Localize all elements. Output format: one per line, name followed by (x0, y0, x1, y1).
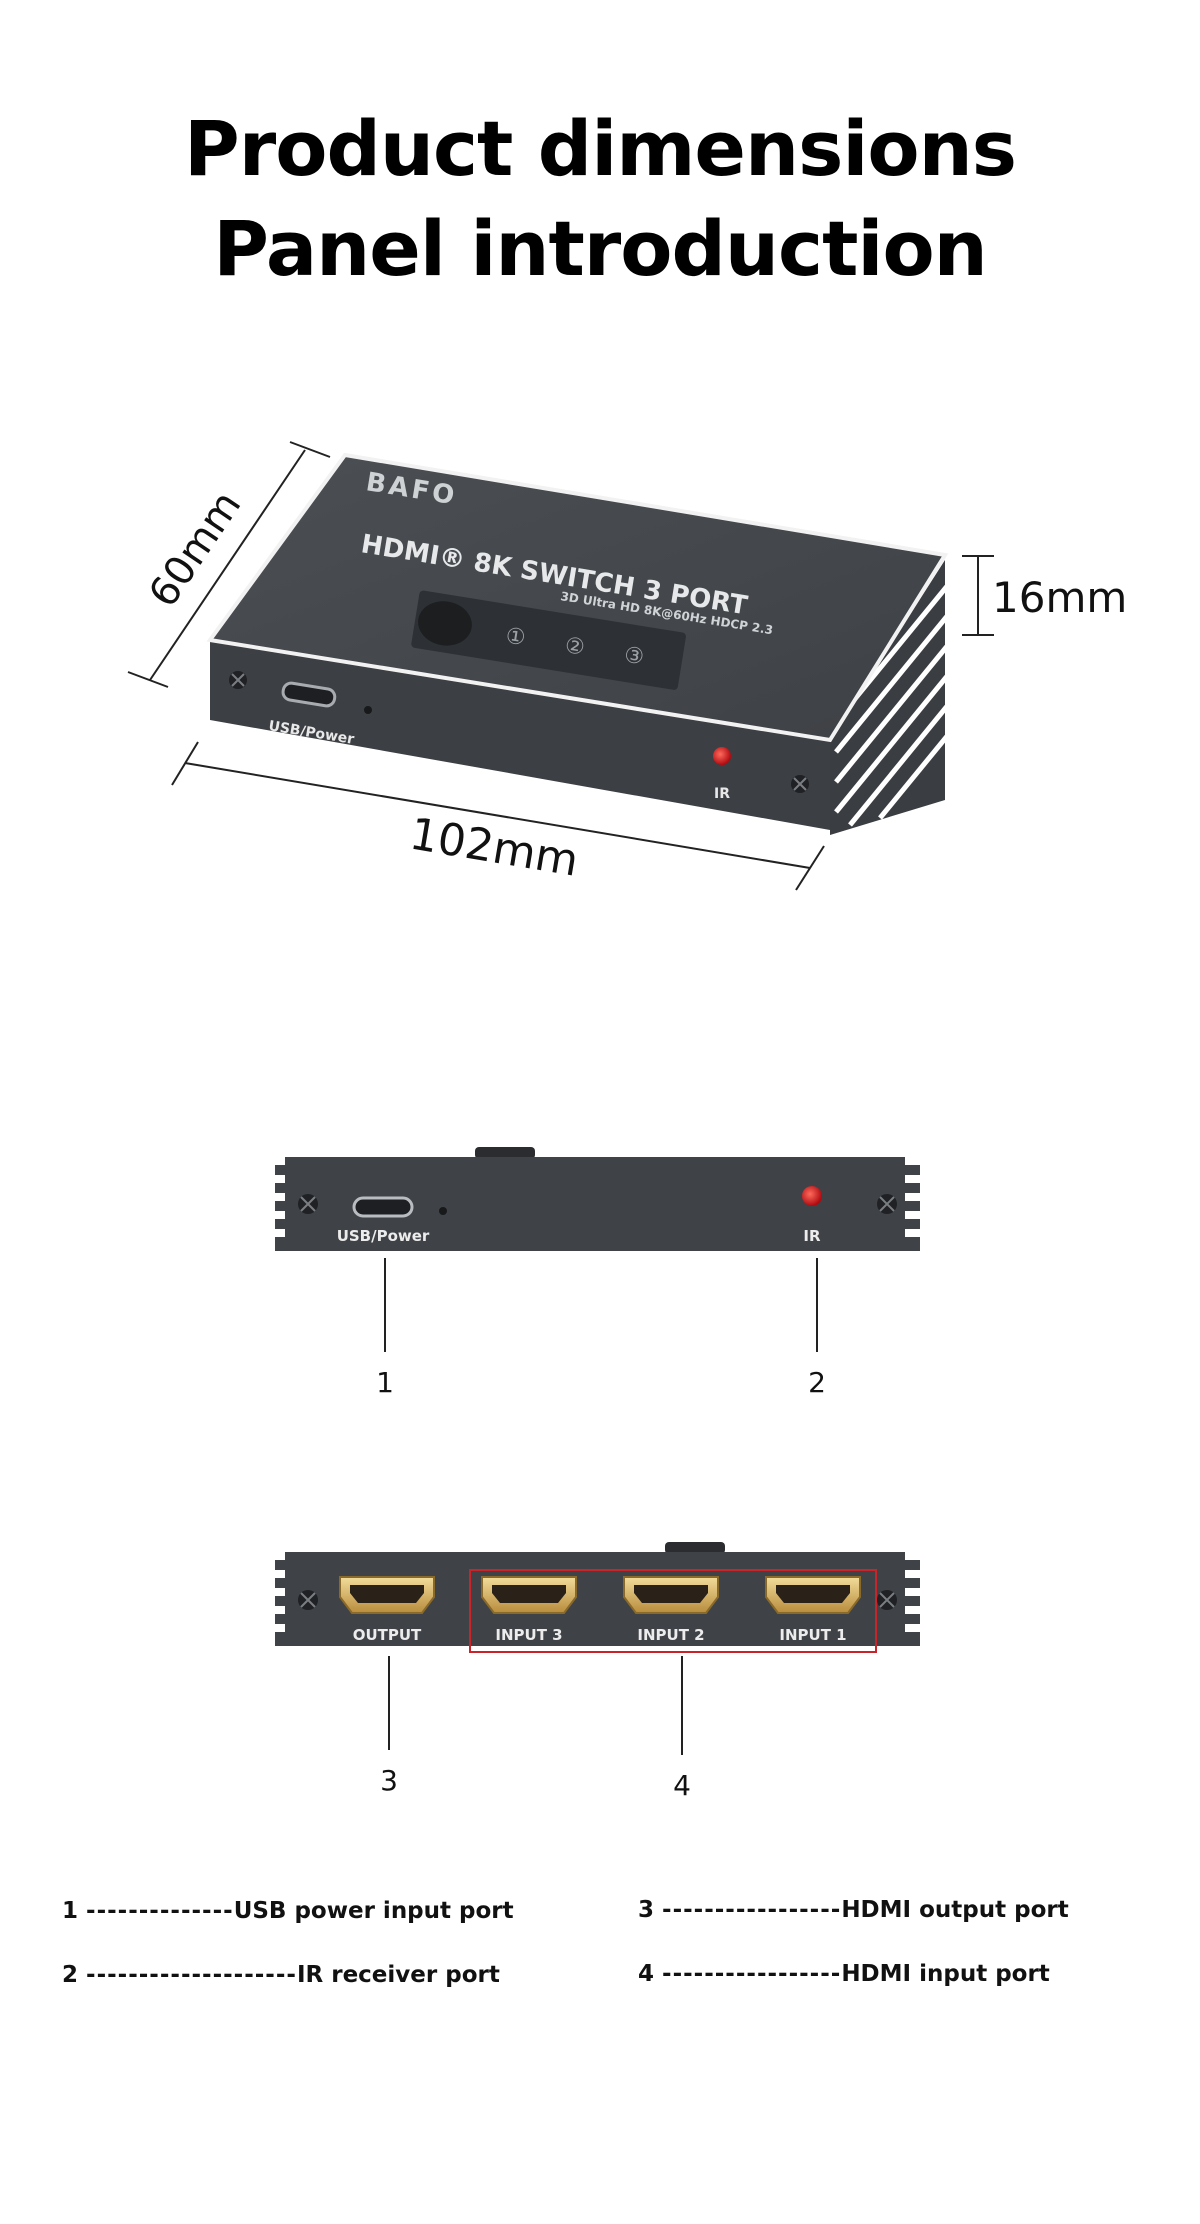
front-panel-fins-right (905, 1157, 920, 1237)
rear-panel-screw-right (877, 1590, 897, 1610)
button-panel: ① ② ③ (411, 590, 686, 690)
legend-item-1-text: USB power input port (233, 1898, 514, 1924)
legend-item-4: 4 -----------------HDMI input port (638, 1961, 1050, 1987)
depth-label: 60mm (140, 483, 250, 616)
legend-item-4-leader: ----------------- (662, 1961, 842, 1987)
device-right-side (830, 560, 945, 835)
depth-dimension-line (149, 449, 306, 681)
front-usb-power-label: USB/Power (337, 1227, 430, 1245)
width-label: 102mm (406, 809, 582, 887)
port-label-output: OUTPUT (353, 1626, 422, 1644)
front-status-led (439, 1207, 447, 1215)
legend-item-3-number: 3 (638, 1897, 655, 1923)
rear-panel-fins-right (905, 1552, 920, 1632)
callout-2: 2 (808, 1366, 826, 1399)
port-label-input-1: INPUT 1 (779, 1626, 846, 1644)
hdmi-port-input-3 (481, 1576, 577, 1614)
front-panel: USB/Power IR (275, 1147, 920, 1251)
legend-item-3: 3 -----------------HDMI output port (638, 1897, 1069, 1923)
rear-panel-screw-left (298, 1590, 318, 1610)
led-1-label: ① (504, 623, 527, 651)
select-button[interactable] (415, 597, 475, 649)
front-ir-label: IR (803, 1227, 821, 1245)
rear-callout-lines (388, 1656, 683, 1755)
front-panel-fins-left (275, 1157, 285, 1237)
rear-panel-fins-left (275, 1552, 285, 1632)
front-ir-receiver (802, 1186, 822, 1206)
width-dimension-line (184, 762, 811, 869)
legend-item-1: 1 --------------USB power input port (62, 1898, 514, 1924)
button-panel-recess (411, 590, 686, 690)
led-2-label: ② (563, 633, 586, 661)
legend-item-1-number: 1 (62, 1898, 79, 1924)
rear-panel-button-cap (665, 1542, 725, 1554)
dimension-lines (127, 441, 994, 891)
legend-item-3-leader: ----------------- (662, 1897, 842, 1923)
device-isometric: BAFO HDMI® 8K SWITCH 3 PORT 3D Ultra HD … (206, 452, 950, 835)
front-panel-screw-left (298, 1194, 318, 1214)
device-front-face (210, 640, 830, 830)
device-side-fins (834, 583, 950, 827)
legend-item-2-number: 2 (62, 1962, 79, 1988)
legend-item-2-leader: -------------------- (86, 1962, 297, 1988)
port-label-input-3: INPUT 3 (495, 1626, 562, 1644)
hdmi-port-output (339, 1576, 435, 1614)
status-led (364, 706, 372, 714)
legend-item-1-leader: -------------- (86, 1898, 234, 1924)
legend-item-4-text: HDMI input port (841, 1961, 1050, 1987)
front-panel-screw-right (877, 1194, 897, 1214)
hdmi-port-input-2 (623, 1576, 719, 1614)
led-3-label: ③ (622, 643, 645, 671)
legend-item-2: 2 --------------------IR receiver port (62, 1962, 500, 1988)
front-screw-right (791, 775, 809, 793)
callout-3: 3 (380, 1764, 398, 1797)
port-label-input-2: INPUT 2 (637, 1626, 704, 1644)
usb-c-port (281, 681, 337, 708)
heading-line-2: Panel introduction (213, 204, 988, 293)
ir-receiver (713, 747, 731, 765)
legend-item-3-text: HDMI output port (841, 1897, 1069, 1923)
front-usb-c-port (352, 1196, 414, 1218)
device-top-face (206, 452, 949, 743)
height-label: 16mm (992, 573, 1127, 622)
hdmi-port-input-1 (765, 1576, 861, 1614)
inputs-highlight-box (469, 1569, 877, 1653)
front-panel-button-cap (475, 1147, 535, 1159)
front-callout-lines (384, 1258, 818, 1352)
ir-label: IR (714, 786, 730, 802)
callout-1: 1 (376, 1366, 394, 1399)
callout-4: 4 (673, 1769, 691, 1802)
front-screw-left (229, 671, 247, 689)
legend-item-4-number: 4 (638, 1961, 655, 1987)
heading-line-1: Product dimensions (184, 104, 1017, 193)
rear-panel: OUTPUT INPUT 3 INPUT 2 INPUT 1 (275, 1542, 920, 1653)
legend-item-2-text: IR receiver port (296, 1962, 500, 1988)
